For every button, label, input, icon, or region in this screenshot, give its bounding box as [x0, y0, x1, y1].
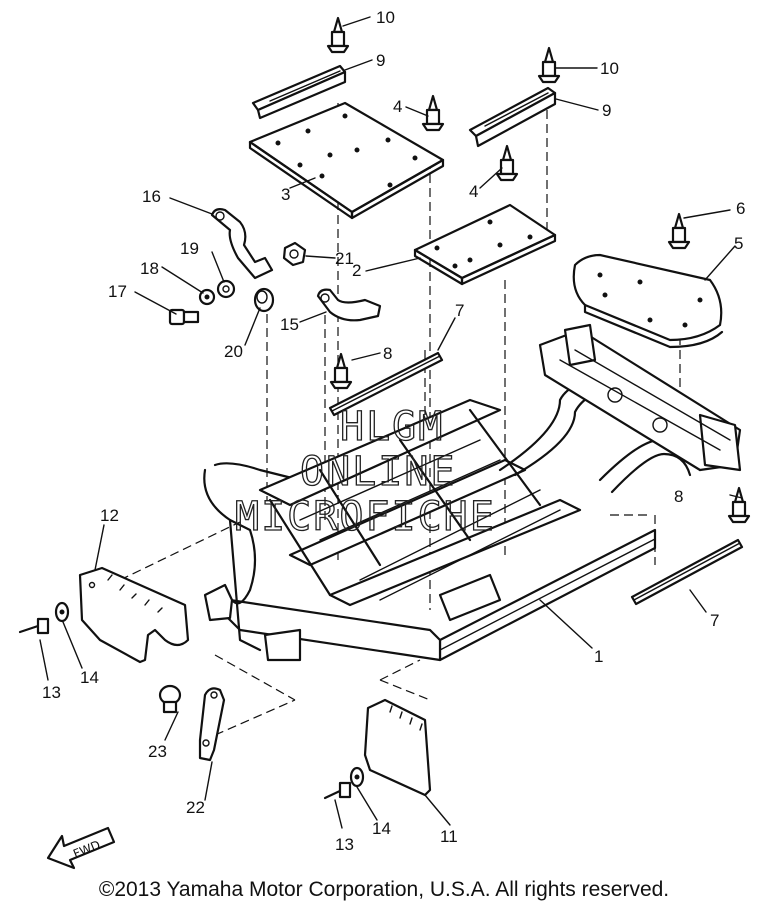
- washer-18: [198, 288, 216, 306]
- bracket-22: [198, 687, 226, 762]
- callout-10-right: 10: [600, 59, 619, 78]
- main-frame: [203, 323, 742, 662]
- callout-7-top: 7: [455, 301, 464, 320]
- clip-8-upper: [329, 352, 353, 390]
- callout-8-upper: 8: [383, 344, 392, 363]
- callout-4-upper: 4: [393, 97, 402, 116]
- bracket-16: [210, 208, 274, 280]
- callout-19: 19: [180, 239, 199, 258]
- callout-2: 2: [352, 261, 361, 280]
- watermark: HLGM ONLINE MICROFICHE: [234, 403, 496, 540]
- rear-panel-5: [572, 253, 724, 349]
- clip-10-left: [326, 16, 350, 54]
- nut-21: [282, 241, 307, 267]
- washer-19: [216, 279, 236, 299]
- rail-7-right: [630, 538, 744, 606]
- channel-9-right: [468, 86, 557, 148]
- splash-guard-12: [78, 566, 190, 664]
- screw-13-left: [18, 617, 50, 635]
- callout-7-right: 7: [710, 611, 719, 630]
- watermark-line-3: MICROFICHE: [235, 494, 496, 540]
- callout-5: 5: [734, 234, 743, 253]
- floor-panel-2: [413, 203, 557, 286]
- callout-4-lower: 4: [469, 182, 478, 201]
- collar-20: [253, 287, 275, 313]
- splash-guard-11: [363, 698, 432, 797]
- callout-18: 18: [140, 259, 159, 278]
- callout-14-left: 14: [80, 668, 99, 687]
- callout-23: 23: [148, 742, 167, 761]
- callout-13-left: 13: [42, 683, 61, 702]
- clip-8-lower: [727, 486, 751, 524]
- clip-10-right: [537, 46, 561, 84]
- bolt-17: [168, 308, 200, 326]
- copyright-notice: ©2013 Yamaha Motor Corporation, U.S.A. A…: [98, 878, 670, 901]
- callout-9-left: 9: [376, 51, 385, 70]
- callout-6: 6: [736, 199, 745, 218]
- washer-14-right: [349, 766, 365, 788]
- floor-panel-3: [248, 101, 445, 220]
- callout-21: 21: [335, 249, 354, 268]
- callout-1: 1: [594, 647, 603, 666]
- channel-9-left: [251, 64, 347, 120]
- forward-arrow-icon: FWD: [46, 826, 116, 870]
- callout-15: 15: [280, 315, 299, 334]
- clip-6: [667, 212, 691, 250]
- rail-7-top: [328, 351, 444, 417]
- clip-4-lower: [495, 144, 519, 182]
- bracket-15: [316, 288, 382, 322]
- callouts: 10 9 10 9 4 4 3 16 6 5 21 2 19 18 17 15 …: [42, 8, 745, 854]
- callout-20: 20: [224, 342, 243, 361]
- callout-22: 22: [186, 798, 205, 817]
- callout-16: 16: [142, 187, 161, 206]
- watermark-line-1: HLGM: [340, 404, 444, 450]
- callout-14-right: 14: [372, 819, 391, 838]
- callout-12: 12: [100, 506, 119, 525]
- callout-8-lower: 8: [674, 487, 683, 506]
- callout-11: 11: [440, 827, 458, 846]
- screw-13-right: [323, 781, 352, 800]
- callout-13-right: 13: [335, 835, 354, 854]
- clip-4-upper: [421, 94, 445, 132]
- callout-10-left: 10: [376, 8, 395, 27]
- callout-17: 17: [108, 282, 127, 301]
- callout-9-right: 9: [602, 101, 611, 120]
- watermark-line-2: ONLINE: [300, 449, 457, 495]
- callout-3: 3: [281, 185, 290, 204]
- leader-lines: [39, 16, 743, 829]
- washer-14-left: [54, 601, 70, 623]
- bolt-23: [158, 684, 182, 714]
